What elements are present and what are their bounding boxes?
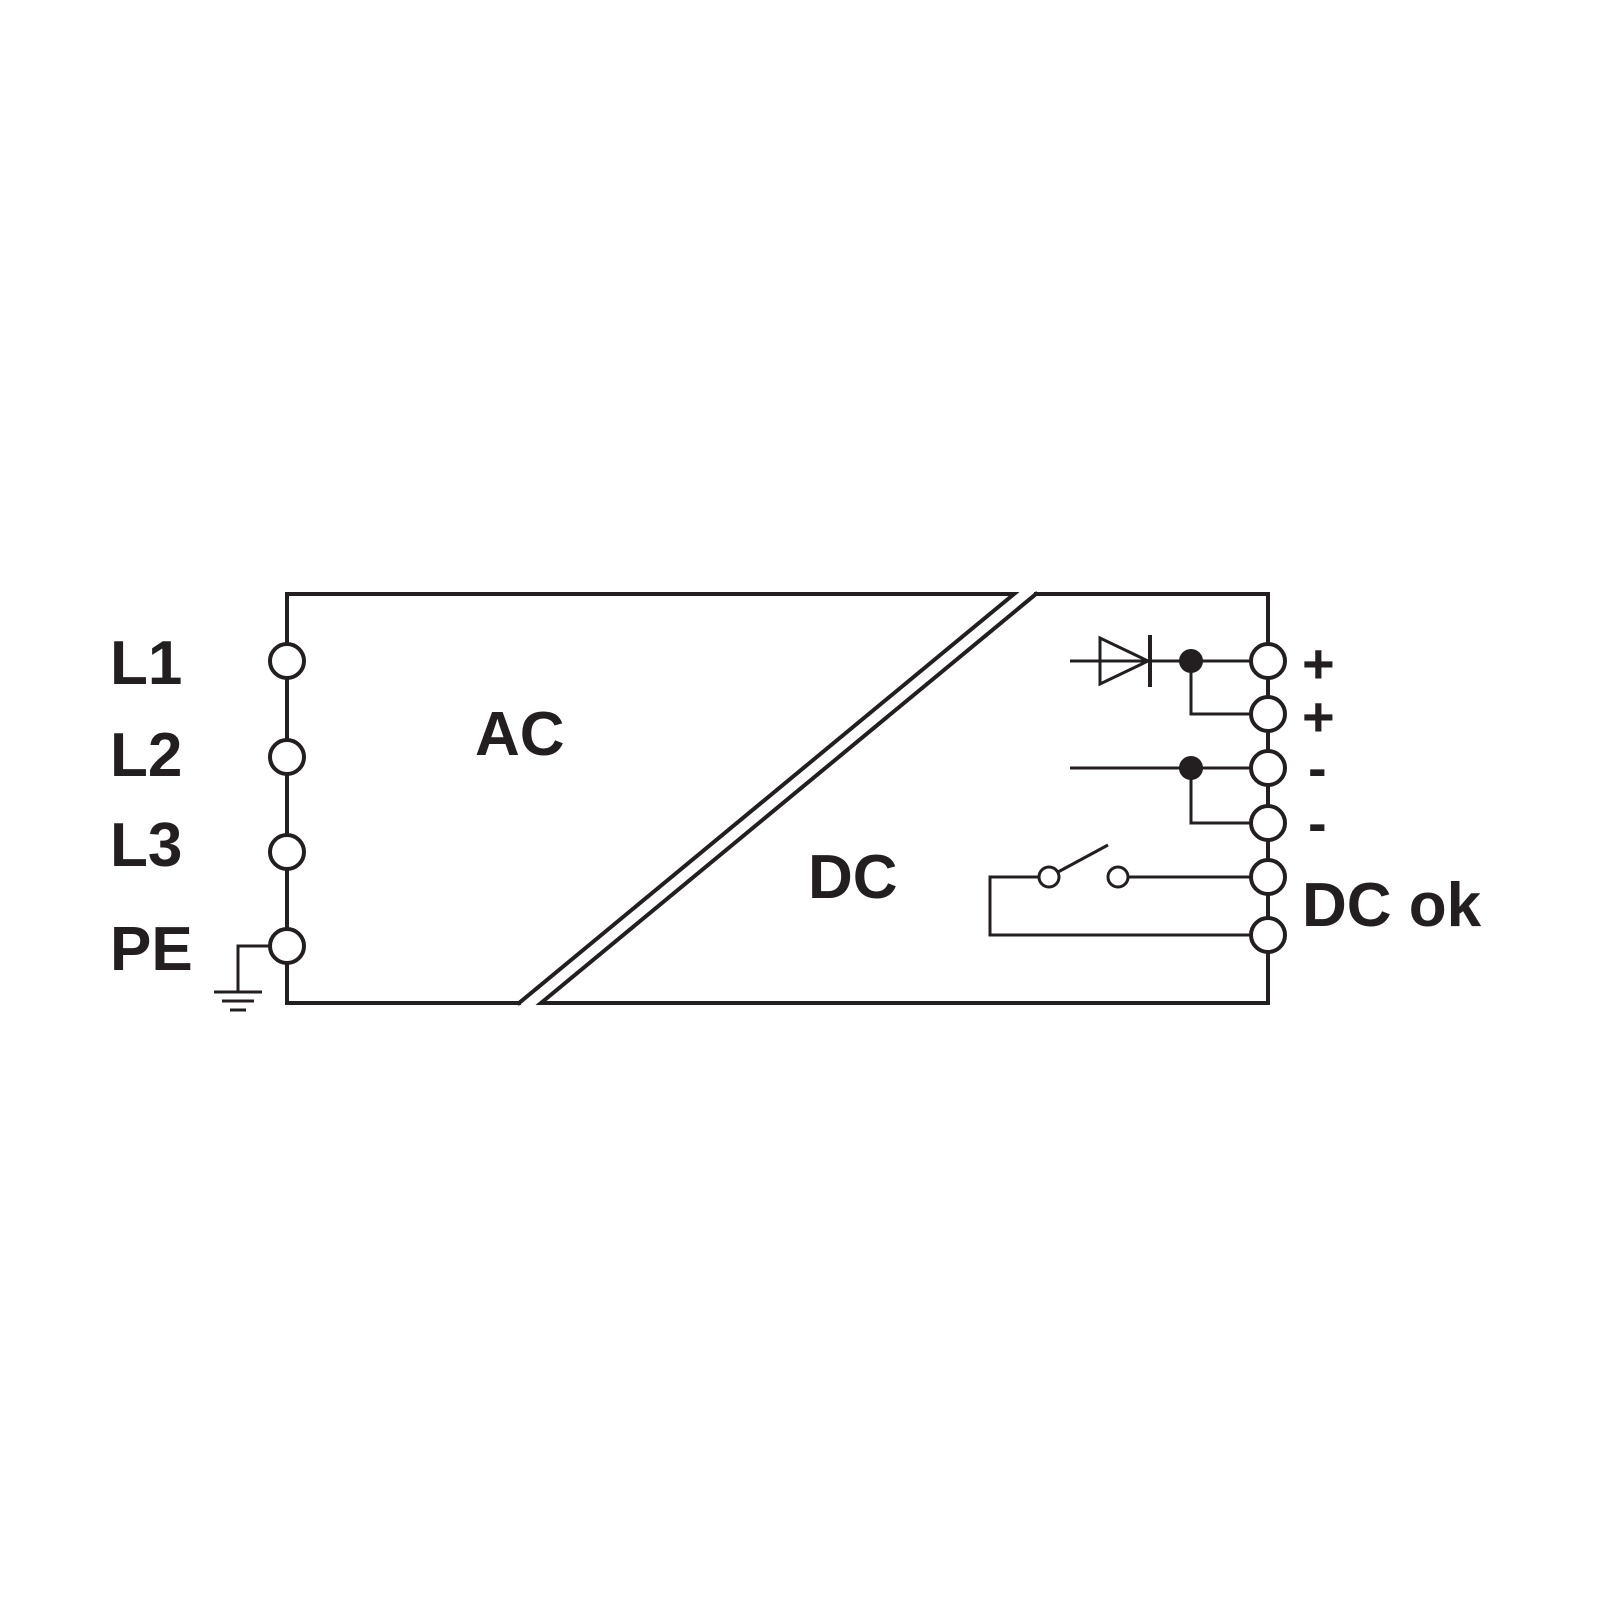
minus-bridge-wire (1189, 768, 1252, 825)
ac-section-outline (285, 592, 1020, 1006)
label-l1: L1 (110, 629, 182, 698)
label-plus-1: + (1302, 632, 1335, 695)
terminal-l2 (268, 738, 306, 776)
terminal-dc-ok-1 (1249, 858, 1287, 896)
terminal-plus-2 (1249, 695, 1287, 733)
label-l2: L2 (110, 721, 182, 790)
label-minus-1: - (1308, 736, 1327, 799)
terminal-l3 (268, 833, 306, 871)
label-minus-2: - (1308, 791, 1327, 854)
label-l3: L3 (110, 811, 182, 880)
label-pe: PE (110, 915, 193, 984)
label-plus-2: + (1302, 685, 1335, 748)
terminal-minus-1 (1249, 749, 1287, 787)
plus-bridge-wire (1189, 661, 1252, 716)
terminal-minus-2 (1249, 804, 1287, 842)
ground-icon (214, 944, 270, 1012)
terminal-pe (268, 927, 306, 965)
diode-icon (1070, 635, 1190, 687)
dc-section-outline (535, 591, 1270, 1005)
terminal-dc-ok-2 (1249, 916, 1287, 954)
label-dc-ok: DC ok (1302, 871, 1482, 940)
terminal-plus-1 (1249, 642, 1287, 680)
dc-label: DC (808, 843, 898, 912)
ac-label: AC (475, 700, 565, 769)
terminal-l1 (268, 642, 306, 680)
relay-contact-icon (988, 843, 1252, 937)
